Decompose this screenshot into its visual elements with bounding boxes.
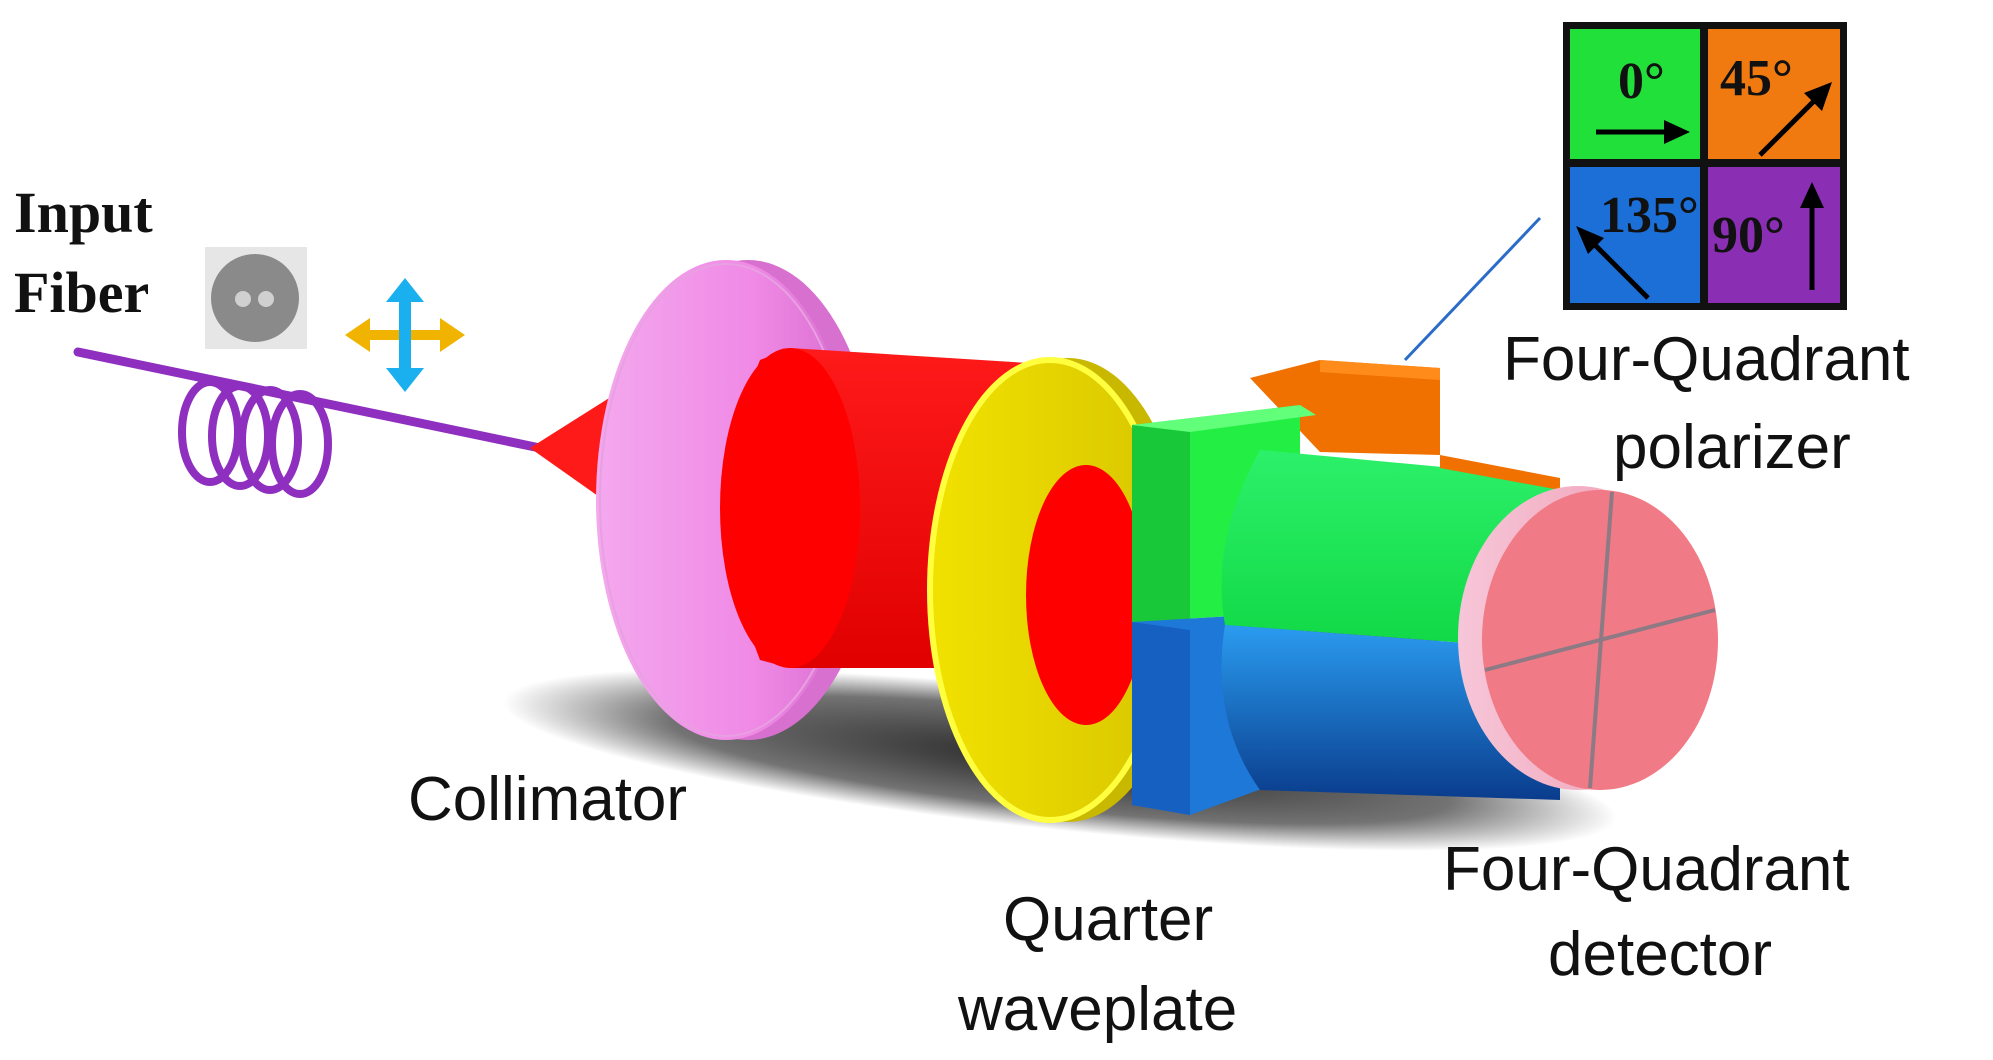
- quarter-waveplate-label: Quarter: [1003, 885, 1213, 954]
- inset-leader-line: [1403, 216, 1542, 362]
- input-fiber-label-line2: Fiber: [14, 260, 149, 325]
- polarizer-label-line2: polarizer: [1613, 413, 1851, 482]
- quadrant-90deg: [1708, 167, 1840, 303]
- right-arrow-icon: [1596, 120, 1690, 144]
- diagonal-up-left-arrow-icon: [1576, 226, 1650, 300]
- quadrant-135deg-label: 135°: [1600, 187, 1699, 244]
- quadrant-90deg-label: 90°: [1712, 207, 1785, 264]
- quarter-waveplate-label-line2: waveplate: [957, 975, 1237, 1044]
- quarter-waveplate: [927, 357, 1190, 823]
- polarizer-label: Four-Quadrant: [1503, 325, 1910, 394]
- quadrant-0deg-label: 0°: [1618, 53, 1665, 110]
- quadrant-45deg-label: 45°: [1720, 50, 1793, 107]
- detector-label-line2: detector: [1548, 920, 1772, 989]
- polarizer-inset: 0° 45° 135° 90°: [1563, 22, 1847, 310]
- up-arrow-icon: [1800, 182, 1824, 290]
- polarization-cross-arrows-icon: [345, 278, 465, 392]
- detector-label: Four-Quadrant: [1443, 835, 1850, 904]
- four-quadrant-detector: [1458, 486, 1718, 790]
- fiber-cross-section-icon: [205, 247, 307, 349]
- diagonal-up-right-arrow-icon: [1758, 82, 1832, 157]
- fiber-coil: [178, 378, 332, 498]
- input-fiber-label: Input: [14, 180, 153, 245]
- input-fiber: [73, 347, 545, 498]
- collimator-label: Collimator: [408, 765, 687, 834]
